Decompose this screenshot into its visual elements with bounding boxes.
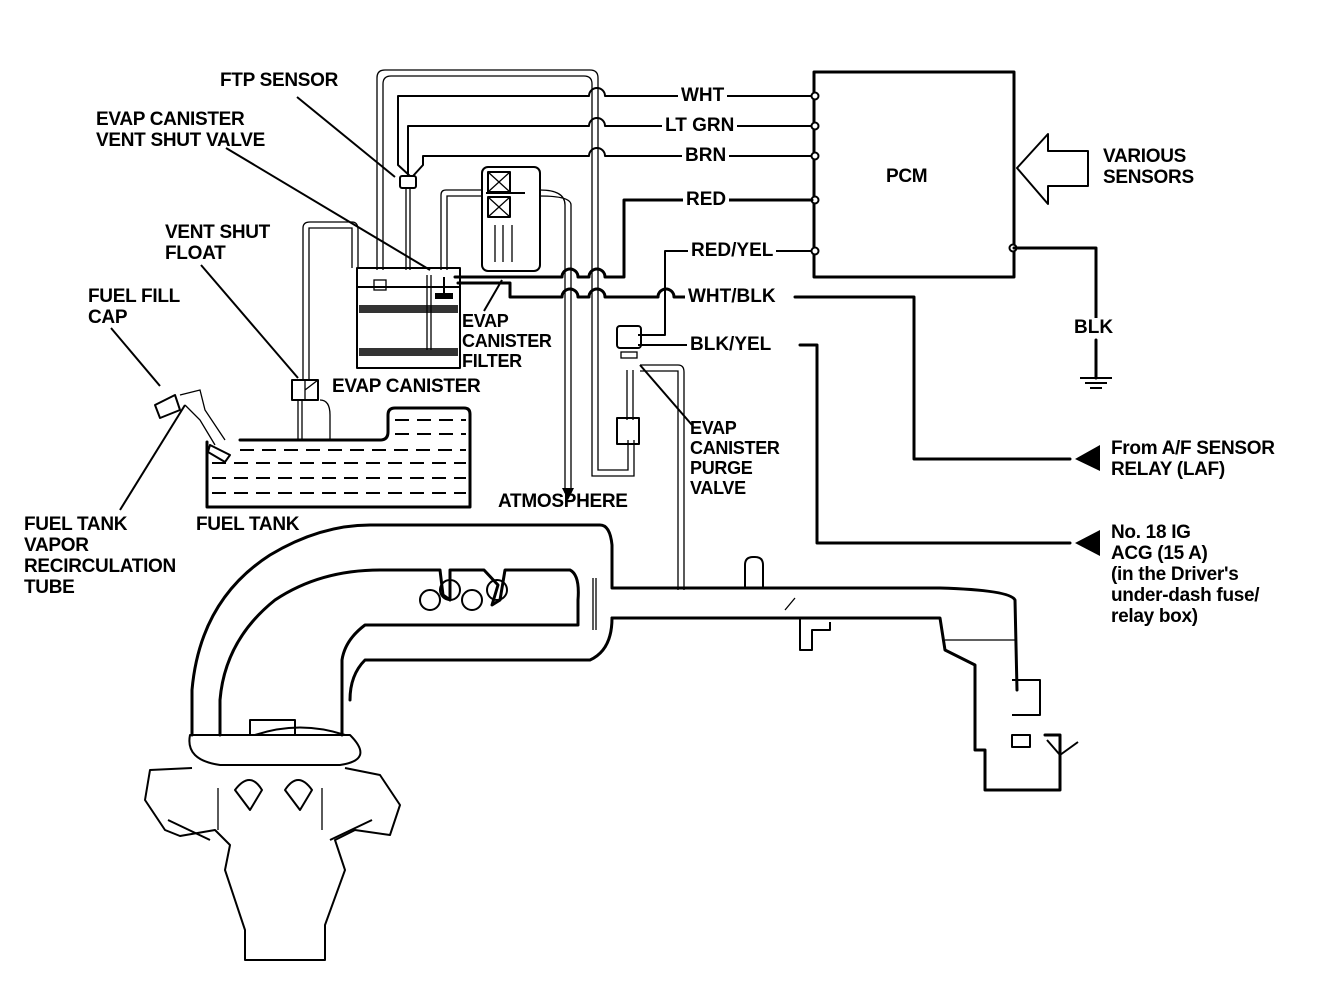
label-af-sensor-relay: From A/F SENSOR RELAY (LAF) bbox=[1111, 438, 1275, 480]
wire-label-blk: BLK bbox=[1071, 318, 1117, 338]
ftp-sensor bbox=[399, 175, 417, 189]
label-fuel-tank: FUEL TANK bbox=[196, 514, 300, 535]
engine bbox=[144, 719, 401, 961]
wire-label-red-yel: RED/YEL bbox=[688, 241, 777, 261]
fuel-fill-cap bbox=[154, 389, 231, 463]
intake-manifold bbox=[190, 523, 1079, 792]
label-various-sensors: VARIOUS SENSORS bbox=[1103, 146, 1194, 188]
evap-purge-valve bbox=[616, 325, 642, 445]
vapor-hoses bbox=[302, 69, 685, 590]
wire-label-blk-yel: BLK/YEL bbox=[687, 335, 775, 355]
label-evap-purge-valve: EVAP CANISTER PURGE VALVE bbox=[690, 418, 780, 498]
label-pcm: PCM bbox=[886, 166, 928, 187]
vent-shut-float bbox=[291, 379, 331, 440]
label-ftp-sensor: FTP SENSOR bbox=[220, 70, 339, 91]
leader-lines bbox=[110, 96, 693, 511]
label-vent-shut-float: VENT SHUT FLOAT bbox=[165, 222, 270, 264]
label-fuse-source: No. 18 IG ACG (15 A) (in the Driver's un… bbox=[1111, 522, 1260, 627]
label-vent-shut-valve: EVAP CANISTER VENT SHUT VALVE bbox=[96, 109, 265, 151]
label-atmosphere: ATMOSPHERE bbox=[498, 491, 628, 512]
label-evap-canister: EVAP CANISTER bbox=[332, 376, 481, 397]
evap-canister bbox=[356, 267, 461, 369]
fuel-tank-shape bbox=[205, 406, 472, 509]
fuse-arrow bbox=[1075, 530, 1100, 556]
pcm-box bbox=[812, 70, 1016, 279]
label-evap-canister-filter: EVAP CANISTER FILTER bbox=[462, 311, 552, 371]
wire-label-wht-blk: WHT/BLK bbox=[685, 287, 779, 307]
af-relay-arrow bbox=[1075, 445, 1100, 471]
evap-canister-filter bbox=[481, 166, 541, 272]
wire-label-red: RED bbox=[683, 190, 730, 210]
wire-label-lt-grn: LT GRN bbox=[662, 116, 738, 136]
label-fuel-fill-cap: FUEL FILL CAP bbox=[88, 286, 180, 328]
various-sensors-arrow bbox=[1016, 133, 1089, 205]
label-vapor-recirc-tube: FUEL TANK VAPOR RECIRCULATION TUBE bbox=[24, 514, 176, 598]
wire-label-wht: WHT bbox=[678, 86, 728, 106]
wire-label-brn: BRN bbox=[682, 146, 730, 166]
